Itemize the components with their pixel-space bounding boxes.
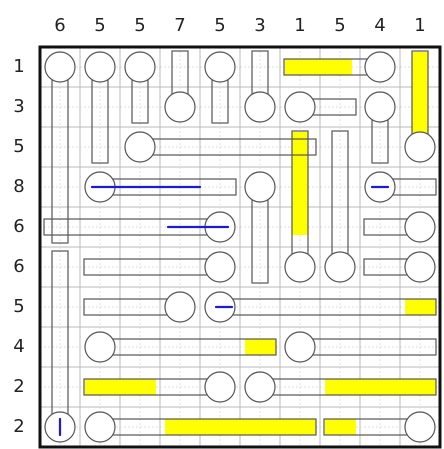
filled-segment	[325, 379, 436, 395]
thermometer-bulb[interactable]	[164, 291, 196, 323]
column-clue-5: 5	[214, 15, 226, 36]
thermometer[interactable]	[83, 291, 196, 323]
thermometer[interactable]	[323, 411, 436, 443]
thermometer-bulb[interactable]	[124, 131, 156, 163]
column-clue-8: 5	[334, 15, 346, 36]
thermometer-bulb[interactable]	[204, 251, 236, 283]
thermometer-bulb[interactable]	[84, 51, 116, 83]
thermometer-bulb[interactable]	[364, 51, 396, 83]
thermometer[interactable]	[124, 51, 156, 124]
thermometer[interactable]	[284, 331, 437, 363]
row-clue-4: 8	[13, 176, 25, 197]
thermometer-bulb[interactable]	[404, 251, 436, 283]
thermometer-bulb[interactable]	[284, 251, 316, 283]
filled-cells	[85, 52, 436, 435]
row-clue-10: 2	[13, 416, 25, 437]
thermometer[interactable]	[363, 251, 436, 283]
thermometer-bulb[interactable]	[364, 91, 396, 123]
thermometer-bulb[interactable]	[404, 411, 436, 443]
thermometer-bulb[interactable]	[244, 91, 276, 123]
thermometer-bulb[interactable]	[84, 331, 116, 363]
thermometer[interactable]	[324, 130, 356, 283]
filled-segment	[405, 299, 436, 315]
column-clue-1: 6	[54, 15, 66, 36]
filled-segment	[285, 59, 352, 75]
column-clue-2: 5	[94, 15, 106, 36]
board-border	[38, 45, 442, 449]
row-clue-1: 1	[13, 56, 25, 77]
thermometer[interactable]	[284, 130, 316, 283]
thermometer[interactable]	[244, 50, 276, 123]
column-clue-4: 7	[174, 15, 186, 36]
filled-segment	[325, 419, 356, 435]
thermometer[interactable]	[44, 51, 76, 244]
row-clue-3: 5	[13, 136, 25, 157]
thermometer[interactable]	[284, 91, 357, 123]
thermometer-bulb[interactable]	[244, 171, 276, 203]
row-clue-7: 5	[13, 296, 25, 317]
column-clue-9: 4	[374, 15, 386, 36]
thermometer-bulb[interactable]	[124, 51, 156, 83]
thermometer[interactable]	[84, 411, 317, 443]
thermometer[interactable]	[283, 51, 396, 83]
thermometer-bulb[interactable]	[244, 371, 276, 403]
filled-segment	[245, 339, 276, 355]
thermometers[interactable]	[43, 50, 437, 443]
thermometer-bulb[interactable]	[164, 91, 196, 123]
thermometer-bulb[interactable]	[324, 251, 356, 283]
thermometer[interactable]	[404, 50, 436, 163]
thermometer-bulb[interactable]	[44, 51, 76, 83]
filled-segment	[85, 379, 156, 395]
thermometer-bulb[interactable]	[404, 131, 436, 163]
column-clue-10: 1	[414, 15, 426, 36]
thermometer[interactable]	[204, 51, 236, 124]
thermometer[interactable]	[83, 251, 236, 283]
thermometer[interactable]	[124, 131, 317, 163]
row-clue-6: 6	[13, 256, 25, 277]
row-clue-2: 3	[13, 96, 25, 117]
row-clue-9: 2	[13, 376, 25, 397]
column-clue-7: 1	[294, 15, 306, 36]
row-clue-5: 6	[13, 216, 25, 237]
thermometer[interactable]	[363, 211, 436, 243]
thermometer-bulb[interactable]	[404, 211, 436, 243]
thermometer-bulb[interactable]	[204, 371, 236, 403]
filled-segment	[412, 52, 428, 135]
pencil-marks	[58, 185, 390, 437]
thermometer[interactable]	[84, 51, 116, 164]
filled-segment	[292, 132, 308, 235]
filled-segment	[165, 419, 316, 435]
thermometer[interactable]	[244, 171, 276, 284]
column-clue-6: 3	[254, 15, 266, 36]
thermometer-bulb[interactable]	[284, 91, 316, 123]
thermometer[interactable]	[244, 371, 437, 403]
thermometer-bulb[interactable]	[284, 331, 316, 363]
thermometer[interactable]	[83, 371, 236, 403]
thermometer[interactable]	[364, 91, 396, 164]
thermometer[interactable]	[164, 50, 196, 123]
column-clue-3: 5	[134, 15, 146, 36]
thermometer-bulb[interactable]	[204, 51, 236, 83]
thermometer[interactable]	[84, 331, 277, 363]
row-clue-8: 4	[13, 336, 25, 357]
thermometer-bulb[interactable]	[84, 411, 116, 443]
